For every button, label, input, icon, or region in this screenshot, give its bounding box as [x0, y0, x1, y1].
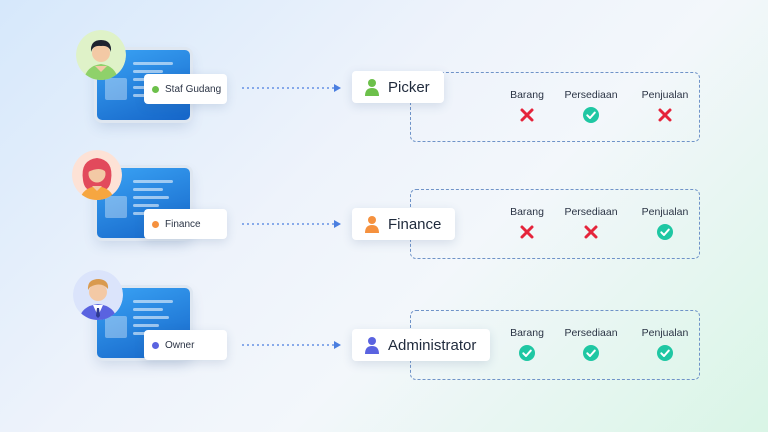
man-green-shirt-avatar — [76, 30, 126, 80]
check-icon — [657, 345, 673, 361]
permission-barang: Barang — [492, 73, 562, 123]
cross-icon — [519, 224, 535, 240]
permission-barang: Barang — [492, 190, 562, 240]
check-icon — [657, 224, 673, 240]
permission-label: Penjualan — [630, 327, 700, 339]
employee-tag: Staf Gudang — [144, 74, 227, 104]
check-icon — [583, 107, 599, 123]
permissions-box: Barang Persediaan Penjualan — [410, 72, 700, 142]
role-badge: Picker — [352, 71, 444, 103]
check-icon — [583, 345, 599, 361]
permission-label: Barang — [492, 327, 562, 339]
woman-red-hair-avatar — [72, 150, 122, 200]
permission-label: Penjualan — [630, 89, 700, 101]
permission-penjualan: Penjualan — [630, 311, 700, 361]
permission-penjualan: Penjualan — [630, 190, 700, 240]
user-icon — [364, 336, 380, 354]
cross-icon — [519, 107, 535, 123]
role-badge: Administrator — [352, 329, 490, 361]
role-mapping-row: Finance Finance Barang Persediaan Penjua… — [0, 148, 768, 268]
permission-label: Penjualan — [630, 206, 700, 218]
employee-label: Owner — [165, 340, 194, 351]
role-label: Finance — [388, 216, 441, 233]
permission-persediaan: Persediaan — [556, 311, 626, 361]
role-mapping-row: Owner Administrator Barang Persediaan Pe… — [0, 268, 768, 388]
employee-tag: Owner — [144, 330, 227, 360]
cross-icon — [583, 224, 599, 240]
employee-label: Finance — [165, 219, 201, 230]
cross-icon — [657, 107, 673, 123]
status-dot — [152, 342, 159, 349]
permission-penjualan: Penjualan — [630, 73, 700, 123]
permission-label: Persediaan — [556, 206, 626, 218]
status-dot — [152, 221, 159, 228]
check-icon — [519, 345, 535, 361]
dotted-arrow — [242, 83, 342, 93]
role-label: Picker — [388, 79, 430, 96]
status-dot — [152, 86, 159, 93]
permission-label: Barang — [492, 89, 562, 101]
permission-persediaan: Persediaan — [556, 73, 626, 123]
permission-label: Persediaan — [556, 89, 626, 101]
permission-label: Persediaan — [556, 327, 626, 339]
permission-barang: Barang — [492, 311, 562, 361]
role-label: Administrator — [388, 337, 476, 354]
user-icon — [364, 78, 380, 96]
role-badge: Finance — [352, 208, 455, 240]
dotted-arrow — [242, 219, 342, 229]
permission-persediaan: Persediaan — [556, 190, 626, 240]
employee-tag: Finance — [144, 209, 227, 239]
employee-label: Staf Gudang — [165, 84, 221, 95]
user-icon — [364, 215, 380, 233]
permission-label: Barang — [492, 206, 562, 218]
dotted-arrow — [242, 340, 342, 350]
role-mapping-row: Staf Gudang Picker Barang Persediaan Pen… — [0, 30, 768, 150]
man-blue-suit-avatar — [73, 270, 123, 320]
